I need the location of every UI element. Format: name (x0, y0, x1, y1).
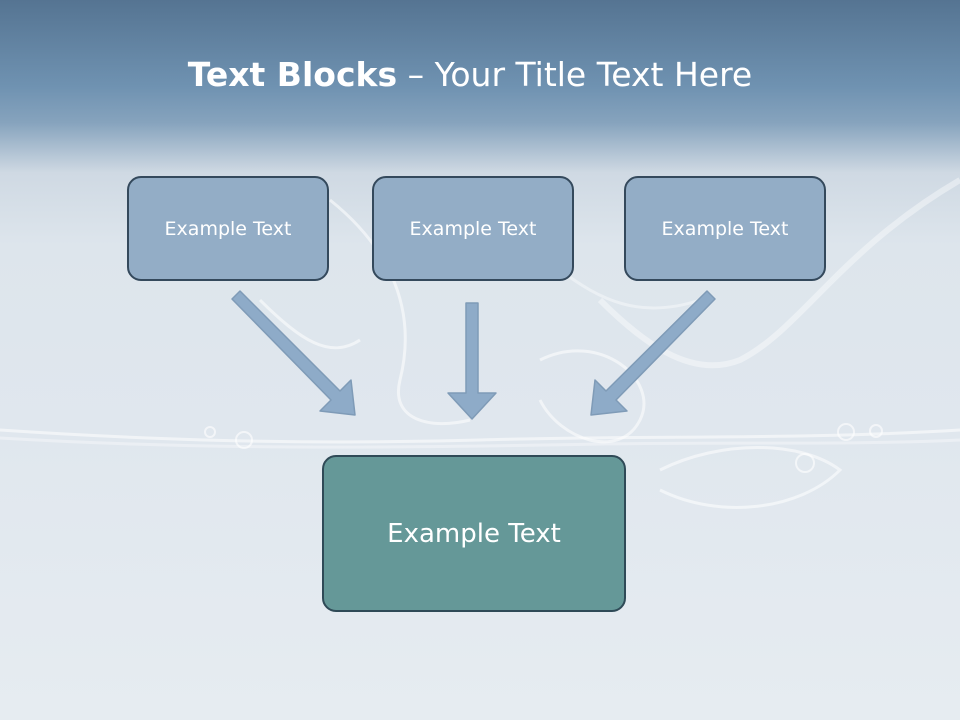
text-block-center-label: Example Text (409, 217, 537, 240)
text-block-right-label: Example Text (661, 217, 789, 240)
arrow-center-icon (447, 302, 497, 420)
text-block-right: Example Text (624, 176, 826, 281)
text-block-main-label: Example Text (387, 518, 561, 549)
text-block-main: Example Text (322, 455, 626, 612)
title-rest: Your Title Text Here (434, 55, 753, 94)
text-block-left: Example Text (127, 176, 329, 281)
title-dash: – (397, 55, 435, 94)
text-block-left-label: Example Text (164, 217, 292, 240)
title-bold: Text Blocks (187, 55, 398, 94)
text-block-center: Example Text (372, 176, 574, 281)
slide-title: Text Blocks – Your Title Text Here (0, 55, 940, 94)
arrow-left-icon (231, 290, 356, 416)
arrow-right-icon (590, 290, 716, 416)
